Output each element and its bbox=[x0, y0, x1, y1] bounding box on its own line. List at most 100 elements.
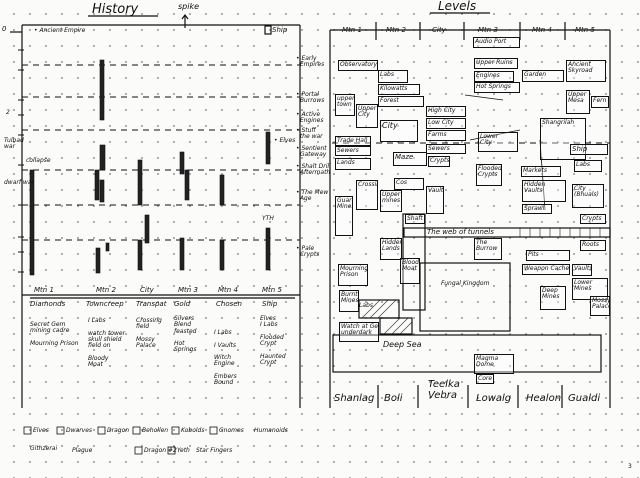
spike-label: spike bbox=[178, 2, 200, 11]
level-box: Upper Ruins bbox=[474, 58, 518, 69]
level-box: Hidden Lands bbox=[380, 238, 402, 260]
column-label: Mtn 3 bbox=[478, 26, 498, 34]
legend-item: Plague bbox=[72, 447, 93, 454]
era-note: • The Mew Age bbox=[296, 189, 329, 203]
legend-item: Githzerai bbox=[30, 445, 58, 452]
level-box: Engines bbox=[474, 71, 514, 82]
column-label: Mtn 2 bbox=[386, 26, 406, 34]
level-box: Sprawl bbox=[522, 204, 552, 214]
legend-item: Gnomes bbox=[219, 427, 244, 434]
level-box: Labs bbox=[359, 302, 373, 309]
level-box: Deep Mines bbox=[540, 286, 566, 310]
level-box: Lower City bbox=[478, 132, 518, 152]
level-box: upper town bbox=[335, 94, 355, 116]
history-title: History bbox=[92, 2, 139, 17]
column-label: Mtn 4 bbox=[218, 286, 238, 294]
level-box: Cos bbox=[394, 178, 424, 190]
timeline-note: • Ancient Empire bbox=[34, 27, 86, 34]
level-box: Labs bbox=[378, 70, 408, 83]
faction-details: I Labs I Vaults Witch Engine Embers Boun… bbox=[214, 329, 237, 387]
level-box: High City bbox=[426, 106, 466, 117]
faction-details: Elves I Labs Flooded Crypt Haunted Crypt bbox=[260, 315, 286, 367]
level-box: Forest bbox=[378, 96, 424, 107]
level-box: Lower Mines bbox=[572, 278, 608, 300]
level-box: Upper Mesa bbox=[566, 90, 590, 114]
level-box: Flooded Crypts bbox=[476, 164, 502, 186]
level-box: Lands bbox=[335, 158, 371, 170]
era-note: • Stuff the war bbox=[296, 127, 323, 141]
level-box: Hidden Vaults bbox=[522, 180, 566, 202]
level-box: Upper mines bbox=[380, 190, 402, 212]
location-name: Teelka Vebra bbox=[428, 379, 460, 401]
era-note: • Shalt Drill Aftermath bbox=[296, 163, 331, 177]
column-label: Mtn 2 bbox=[96, 286, 116, 294]
level-box: Ancient Skyroad bbox=[566, 60, 606, 82]
column-label: Mtn 1 bbox=[34, 286, 54, 294]
axis-label: 0 bbox=[2, 25, 7, 33]
level-box: The Burrow bbox=[474, 238, 502, 260]
level-box: Vaults bbox=[572, 264, 592, 276]
era-note: • Early Empires bbox=[296, 55, 325, 69]
levels-title: Levels bbox=[438, 0, 477, 13]
legend-item: Elves bbox=[33, 427, 49, 434]
level-box: Ship bbox=[570, 144, 608, 155]
location-name: Boli bbox=[384, 393, 403, 404]
era-note: • Pale Crypts bbox=[296, 245, 320, 259]
level-box: Labs bbox=[574, 160, 602, 172]
legend-item: Humanoids bbox=[254, 427, 288, 434]
tunnel-label: The web of tunnels bbox=[427, 228, 494, 236]
ship-label: Ship bbox=[272, 26, 288, 34]
timeline-note: Tulbad war bbox=[4, 137, 24, 151]
level-box: City (Bhuals) bbox=[572, 184, 604, 208]
faction-label: Transpat bbox=[136, 300, 167, 308]
faction-label: Towncreep bbox=[86, 300, 124, 308]
level-box: Vaults bbox=[426, 186, 444, 214]
level-box: Fungal Kingdom bbox=[441, 280, 490, 287]
axis-label: 2 bbox=[6, 109, 10, 116]
location-name: Gualdi bbox=[568, 393, 601, 404]
era-note: YTH bbox=[262, 215, 274, 222]
level-box: Magma Dome bbox=[474, 354, 514, 374]
level-box: Crypts bbox=[580, 214, 606, 224]
level-box: Markets bbox=[521, 166, 561, 177]
legend-item: Dragon bbox=[107, 427, 130, 434]
timeline-note: dwarf war bbox=[4, 179, 34, 186]
era-note: • Active Engines bbox=[296, 111, 324, 125]
level-box: Weapon Cache bbox=[522, 264, 570, 275]
legend-item: Star Fingers bbox=[196, 447, 233, 454]
level-box: Audio Port bbox=[473, 37, 520, 48]
faction-details: Secret Gem mining cadre Mourning Prison bbox=[30, 321, 79, 347]
level-box: Low City bbox=[426, 118, 466, 129]
location-name: Healon bbox=[526, 393, 562, 404]
level-box: Trade Hall bbox=[335, 136, 371, 146]
level-box: Shangrilah bbox=[540, 118, 586, 160]
legend-item: Yeth bbox=[177, 447, 190, 454]
era-note: • Elves bbox=[274, 137, 296, 144]
level-box: Core bbox=[476, 374, 494, 384]
level-box: Sewers bbox=[426, 144, 466, 154]
faction-label: Chosen bbox=[216, 300, 242, 308]
timeline-note: collapse bbox=[26, 157, 51, 164]
level-box: Maze bbox=[393, 152, 427, 166]
level-box: Burnt Mines bbox=[339, 290, 359, 312]
location-name: Shanlag bbox=[334, 393, 375, 404]
level-box: Observatory bbox=[338, 60, 378, 71]
legend-item: Dragon #2 bbox=[144, 447, 177, 454]
column-label: Mtn 4 bbox=[532, 26, 552, 34]
legend-item: Behollen bbox=[142, 427, 169, 434]
level-box: Crypts bbox=[428, 156, 450, 167]
level-box: Hot Springs bbox=[474, 82, 520, 93]
level-box: Watch at Gem underdark bbox=[339, 322, 379, 342]
level-box: Upper City bbox=[356, 104, 378, 128]
level-box: Guarded Mines bbox=[335, 196, 353, 236]
level-box: Bloody Moat bbox=[400, 258, 420, 284]
era-note: • Sentient Gateway bbox=[296, 145, 327, 159]
level-box: Mossy Palace bbox=[590, 296, 610, 316]
level-box: Shaft bbox=[405, 214, 425, 224]
sea-label: Deep Sea bbox=[383, 340, 422, 349]
faction-label: Gold bbox=[174, 300, 191, 308]
level-box: Kilowatts bbox=[378, 84, 420, 95]
era-note: • Portal Burrows bbox=[296, 91, 325, 105]
page-number: 3 bbox=[628, 463, 632, 470]
level-box: Pits bbox=[526, 250, 570, 261]
